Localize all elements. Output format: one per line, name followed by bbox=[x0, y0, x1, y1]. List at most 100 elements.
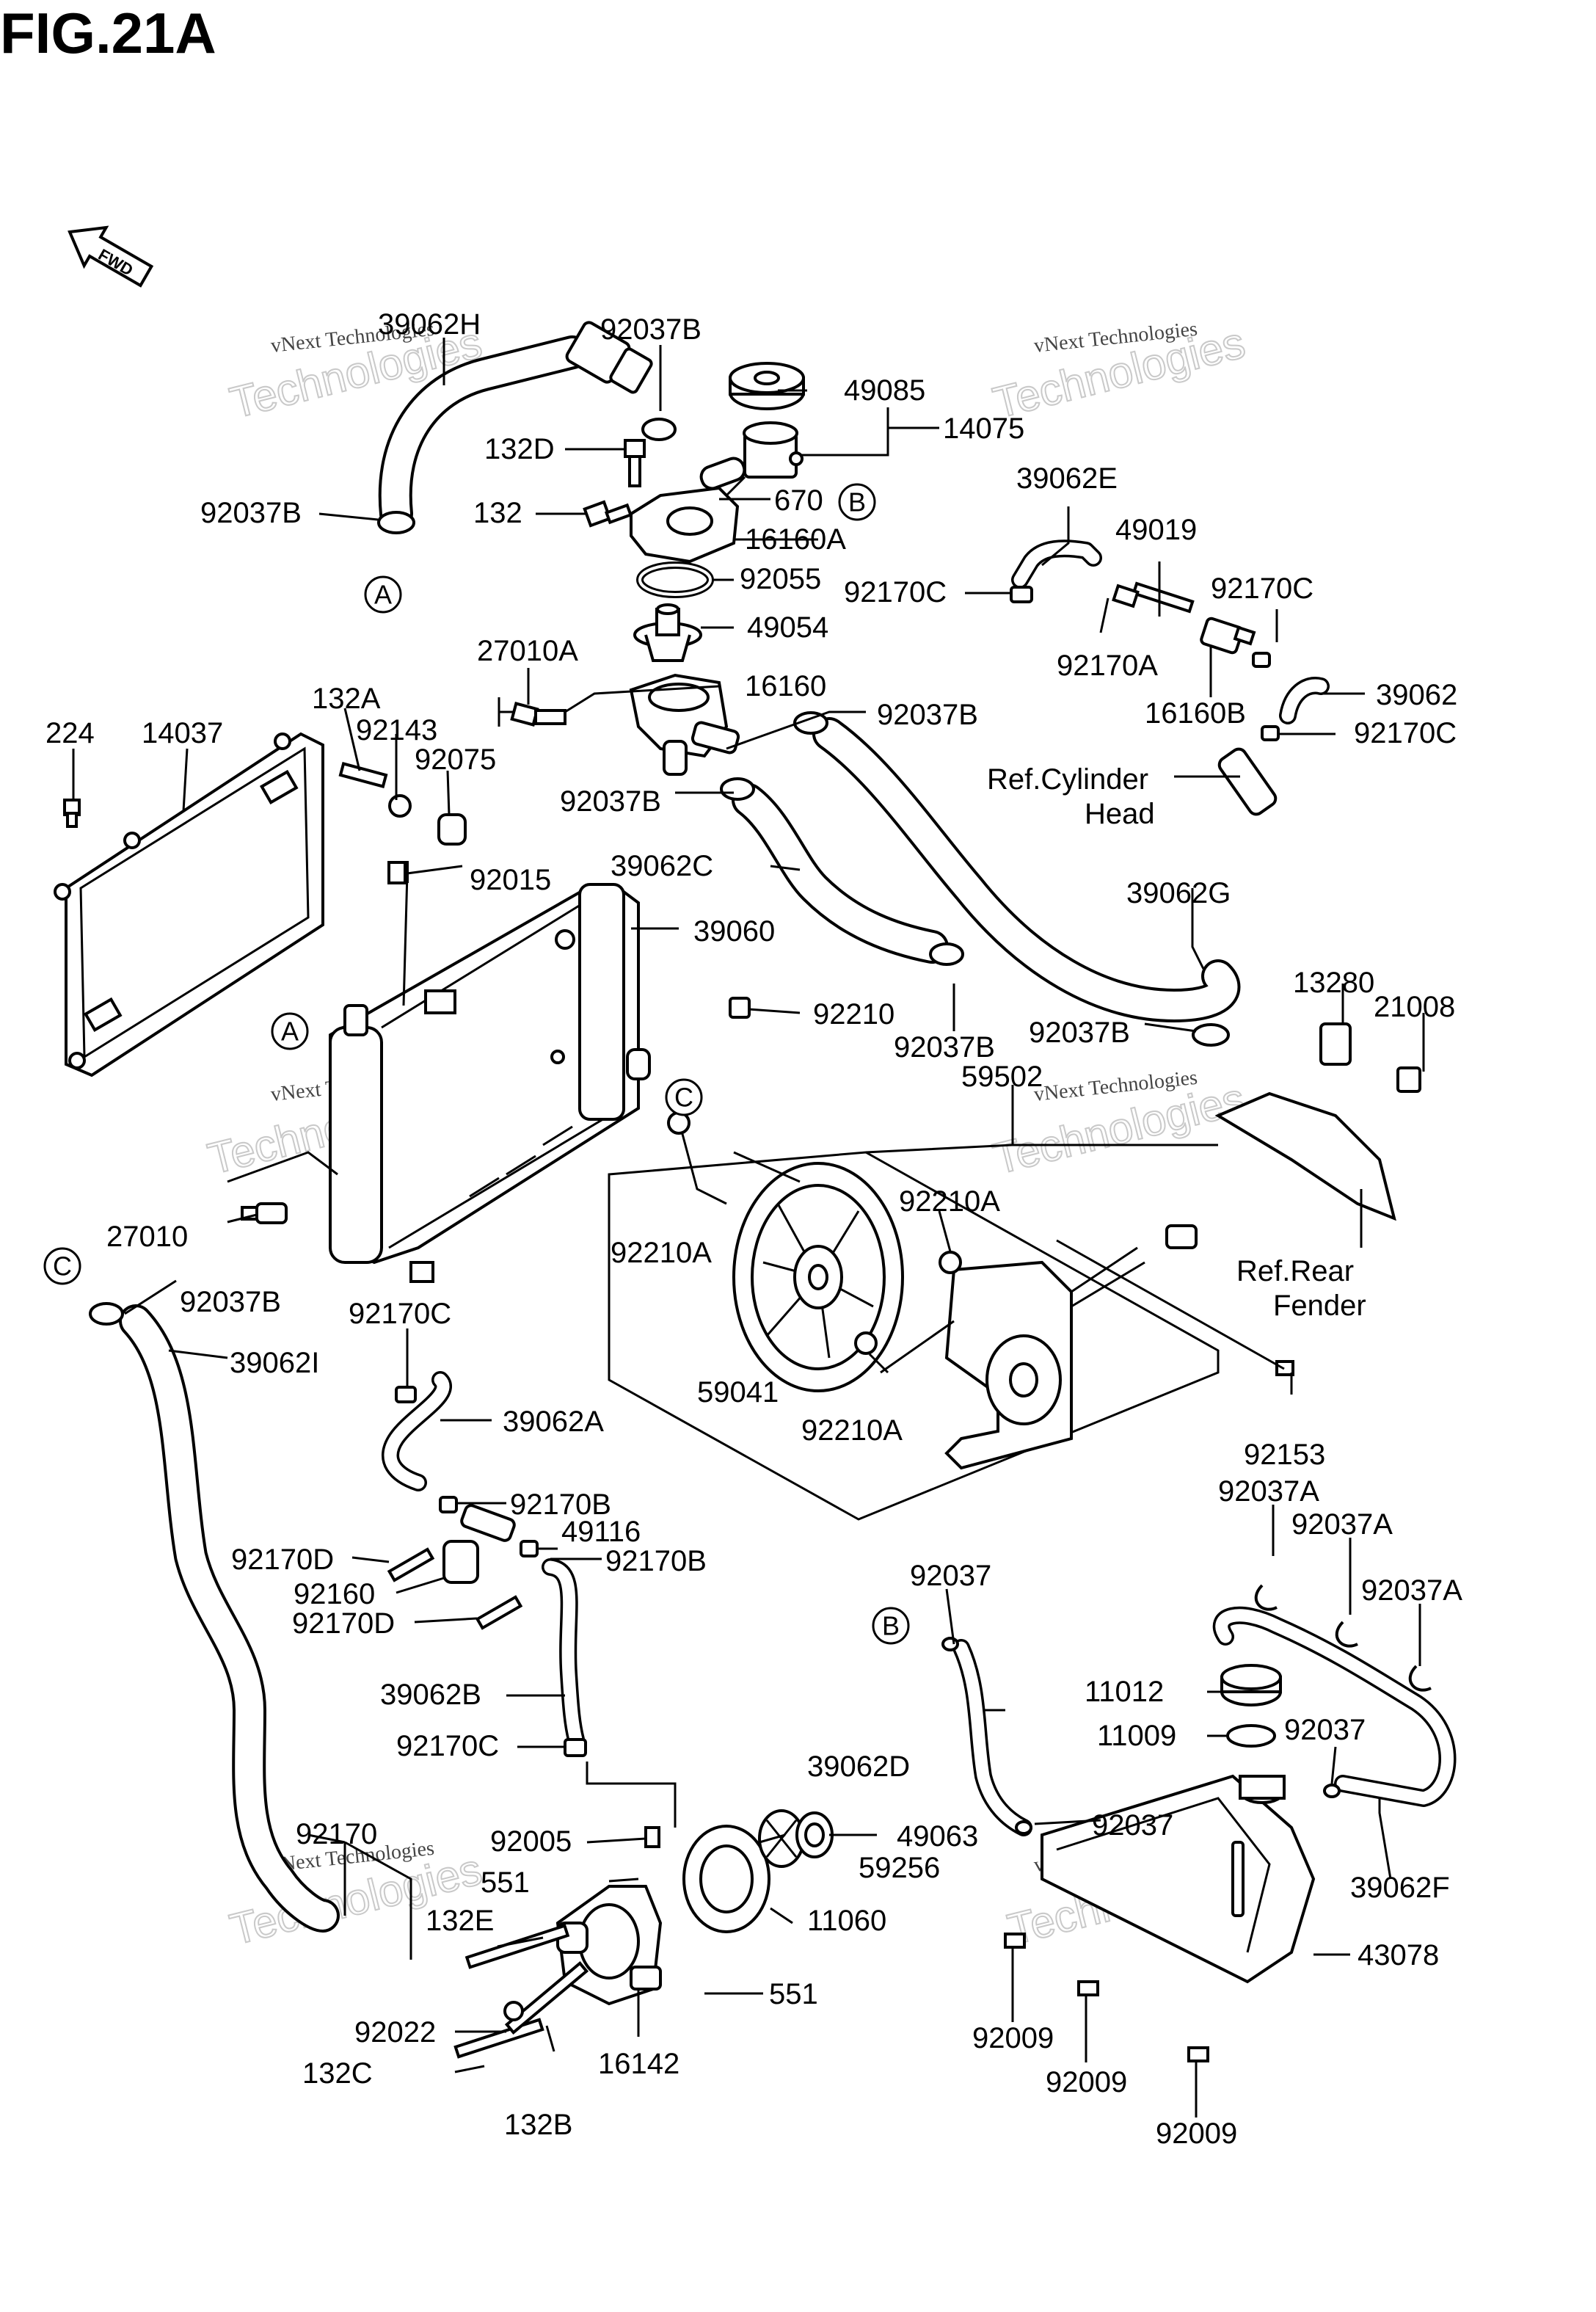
clamp-92170c-a bbox=[395, 1386, 417, 1403]
part-label: 92037B bbox=[1029, 1017, 1130, 1049]
ref-rear-fender-label: Ref.Rear bbox=[1236, 1255, 1354, 1287]
bolts-92009 bbox=[1004, 1933, 1209, 2062]
fwd-arrow-icon: FWD bbox=[68, 225, 154, 288]
part-label: 39062D bbox=[807, 1751, 910, 1783]
clip-92210 bbox=[729, 997, 751, 1019]
hose-39062f bbox=[1212, 1606, 1457, 1807]
temp-switch-27010 bbox=[241, 1202, 288, 1224]
thermostat-cover-16160a bbox=[630, 486, 740, 564]
hose-39062c bbox=[732, 783, 949, 964]
bolt-92153 bbox=[1275, 1360, 1294, 1376]
part-label: 132 bbox=[473, 497, 522, 529]
clamp-92037b-g bbox=[793, 711, 1230, 1047]
part-label: 92075 bbox=[415, 744, 496, 776]
part-label: 11012 bbox=[1085, 1676, 1164, 1708]
bolt-224 bbox=[63, 799, 81, 828]
part-label: 92037B bbox=[600, 313, 702, 346]
pump-cover-11060 bbox=[682, 1825, 770, 1933]
o-ring-92055 bbox=[636, 561, 714, 598]
part-label: 92170C bbox=[396, 1730, 499, 1762]
clamp-92037b-i bbox=[89, 1302, 124, 1326]
reservoir-tank-43078 bbox=[1041, 1774, 1316, 1984]
part-label: 13280 bbox=[1293, 967, 1374, 999]
fan-59041 bbox=[732, 1162, 904, 1392]
clamp-92037b-c bbox=[720, 777, 964, 966]
ref-cylinder-head-label: Head bbox=[1085, 798, 1155, 830]
ref-cylinder-head-label: Ref.Cylinder bbox=[987, 763, 1148, 796]
radiator-cap-49085 bbox=[729, 362, 805, 410]
part-labels: 39062H 92037B 49085 14075 132D 670 132 1… bbox=[45, 308, 1462, 2150]
part-label: 14075 bbox=[943, 412, 1024, 445]
part-label: 132A bbox=[312, 683, 381, 715]
part-label: 92170A bbox=[1057, 650, 1158, 682]
part-label: 16160 bbox=[745, 670, 826, 702]
part-label: 43078 bbox=[1358, 1939, 1439, 1971]
part-label: 11060 bbox=[807, 1905, 886, 1937]
part-label: 92143 bbox=[356, 714, 437, 746]
part-label: 14037 bbox=[142, 717, 223, 749]
ref-a-label: A bbox=[374, 580, 392, 610]
water-pump-body-16142 bbox=[555, 1885, 663, 2006]
part-label: 92015 bbox=[470, 864, 551, 896]
part-label: 16160B bbox=[1145, 697, 1246, 730]
part-label: 92170C bbox=[1354, 717, 1457, 749]
bolt-132d bbox=[624, 439, 646, 487]
clip-92170d bbox=[387, 1547, 523, 1630]
part-label: 132B bbox=[504, 2109, 572, 2141]
part-label: 92009 bbox=[1156, 2117, 1237, 2150]
part-label: 551 bbox=[481, 1866, 530, 1899]
part-label: 49054 bbox=[747, 611, 828, 644]
part-label: 92210A bbox=[899, 1185, 1000, 1218]
part-label: 59256 bbox=[859, 1852, 940, 1884]
damper-92160 bbox=[442, 1540, 479, 1584]
part-label: 39060 bbox=[693, 915, 775, 948]
part-label: 39062H bbox=[378, 308, 481, 341]
part-label: 39062A bbox=[503, 1406, 604, 1438]
part-label: 92037B bbox=[560, 785, 661, 818]
bolts-132b-132c-132e bbox=[453, 1924, 589, 2059]
part-label: 92170B bbox=[605, 1545, 707, 1577]
part-label: 92037A bbox=[1361, 1574, 1462, 1607]
radiator-39060 bbox=[329, 883, 651, 1283]
ref-c-label: C bbox=[53, 1251, 72, 1282]
part-label: 132E bbox=[426, 1905, 494, 1937]
clamps-92037a bbox=[1254, 1584, 1432, 1692]
part-label: 92210A bbox=[801, 1414, 903, 1447]
radiator-shroud-14037 bbox=[54, 732, 324, 1077]
part-label: 39062B bbox=[380, 1679, 481, 1711]
part-label: 92210A bbox=[611, 1237, 712, 1269]
part-label: 92037 bbox=[910, 1560, 991, 1592]
part-label: 92170B bbox=[510, 1488, 611, 1521]
ref-b-label: B bbox=[882, 1611, 900, 1641]
part-label: 39062 bbox=[1376, 679, 1457, 711]
part-label: 49063 bbox=[897, 1820, 978, 1853]
part-label: 92037B bbox=[894, 1031, 995, 1064]
part-label: 49116 bbox=[561, 1516, 641, 1548]
part-label: 39062F bbox=[1350, 1872, 1450, 1904]
part-label: 92160 bbox=[294, 1578, 375, 1610]
part-label: 92037B bbox=[877, 699, 978, 731]
part-label: 92037B bbox=[200, 497, 302, 529]
part-label: 16142 bbox=[598, 2048, 679, 2080]
figure-title: FIG.21A bbox=[0, 1, 216, 65]
hose-39062i bbox=[119, 1304, 340, 1933]
thermostat-49054 bbox=[633, 603, 702, 662]
part-label: 224 bbox=[45, 717, 95, 749]
seal-49063 bbox=[795, 1811, 834, 1858]
part-label: 92005 bbox=[490, 1825, 572, 1858]
hose-39062h bbox=[378, 321, 653, 531]
part-label: 551 bbox=[769, 1978, 818, 2010]
bolt-132 bbox=[583, 500, 633, 528]
part-label: 27010A bbox=[477, 635, 578, 667]
part-label: 132C bbox=[302, 2057, 373, 2090]
hose-39062e bbox=[1011, 539, 1102, 589]
fitting-16160b bbox=[1200, 617, 1256, 655]
part-label: 92170C bbox=[1211, 572, 1313, 605]
part-label: 92055 bbox=[740, 563, 821, 595]
clamp-92037b-top bbox=[377, 418, 677, 534]
fitting-92005 bbox=[644, 1826, 660, 1848]
part-label: 59502 bbox=[961, 1061, 1043, 1093]
part-label: 92210 bbox=[813, 998, 894, 1030]
part-label: 92009 bbox=[1046, 2066, 1127, 2098]
part-label: 92037B bbox=[180, 1286, 281, 1318]
